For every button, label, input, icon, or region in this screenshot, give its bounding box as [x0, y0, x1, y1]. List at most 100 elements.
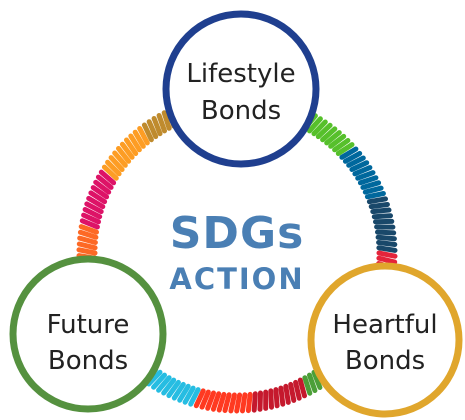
node-future-ring	[9, 255, 167, 413]
rope-strand	[376, 240, 398, 247]
rope-strand	[79, 218, 100, 230]
rope-strand	[137, 126, 150, 146]
rope-strand	[166, 379, 181, 399]
rope-strand	[81, 212, 101, 225]
rope-strand	[156, 113, 167, 134]
rope-strand	[199, 389, 211, 410]
rope-strand	[205, 390, 216, 411]
rope-strand	[288, 381, 297, 403]
node-future-bonds: Future Bonds	[9, 255, 167, 413]
node-heartful-line1: Heartful	[332, 310, 437, 340]
rope-strand	[88, 190, 108, 205]
rope-strand	[95, 174, 114, 190]
rope-strand	[188, 387, 201, 407]
node-lifestyle-ring	[162, 10, 320, 168]
rope-strand	[76, 241, 98, 251]
rope-strand	[311, 369, 323, 390]
rope-strand	[375, 229, 397, 236]
rope-strand	[293, 379, 302, 401]
rope-strand	[339, 146, 359, 160]
rope-strand	[182, 385, 196, 405]
node-heartful-line2: Bonds	[345, 346, 425, 376]
rope-strand	[98, 169, 117, 186]
rope-strand	[177, 383, 191, 403]
rope-strand	[90, 185, 110, 200]
rope-strand	[342, 150, 363, 164]
rope-strand	[228, 392, 237, 414]
rope-strand	[375, 234, 397, 242]
rope-strand	[210, 391, 222, 412]
center-subtitle: ACTION	[169, 262, 304, 296]
node-lifestyle-line1: Lifestyle	[186, 59, 295, 89]
rope-strand	[307, 116, 323, 134]
rope-strand	[302, 375, 313, 396]
rope-strand	[352, 165, 373, 177]
rope-strand	[108, 155, 125, 172]
rope-strand	[357, 175, 379, 186]
rope-strand	[376, 255, 398, 265]
rope-strand	[360, 180, 382, 190]
rope-strand	[141, 122, 154, 143]
node-future-line2: Bonds	[48, 346, 128, 376]
rope-strand	[346, 155, 366, 168]
node-heartful-bonds: Heartful Bonds	[307, 262, 463, 418]
rope-strand	[245, 391, 253, 414]
rope-strand	[77, 235, 98, 245]
rope-strand	[376, 250, 398, 259]
rope-strand	[324, 130, 342, 146]
rope-strand	[268, 388, 274, 410]
rope-strand	[257, 390, 263, 412]
rope-strand	[84, 201, 104, 215]
rope-strand	[315, 122, 333, 140]
rope-strand	[105, 159, 122, 177]
rope-strand	[307, 372, 318, 393]
rope-strand	[335, 142, 355, 156]
rope-strand	[320, 126, 338, 143]
rope-strand	[116, 146, 132, 164]
rope-strand	[273, 387, 280, 409]
rope-strand	[93, 179, 112, 195]
rope-strand	[368, 202, 390, 210]
rope-strand	[371, 213, 393, 220]
rope-strand	[151, 372, 167, 390]
rope-strand	[161, 110, 172, 131]
rope-strand	[146, 119, 159, 140]
rope-strand	[119, 141, 135, 160]
rope-strand	[328, 133, 347, 149]
rope-strand	[222, 392, 232, 413]
node-heartful-ring	[307, 262, 463, 418]
rope-strand	[376, 245, 398, 253]
rope-strand	[112, 150, 128, 168]
rope-strand	[156, 375, 172, 393]
rope-strand	[370, 207, 392, 215]
rope-strand	[355, 170, 376, 181]
rope-strand	[128, 133, 142, 153]
node-future-line1: Future	[47, 310, 130, 340]
rope-strand	[349, 160, 370, 172]
rope-strand	[161, 377, 177, 396]
rope-strand	[86, 195, 106, 210]
rope-strand	[193, 388, 206, 409]
rope-strand	[146, 369, 163, 387]
rope-strand	[362, 185, 384, 195]
rope-strand	[366, 196, 388, 205]
rope-strand	[234, 392, 243, 414]
rope-strand	[101, 164, 119, 181]
rope-strand	[251, 391, 258, 413]
center-title: SDGs	[170, 208, 305, 259]
rope-strand	[278, 385, 286, 407]
rope-strand	[240, 392, 248, 414]
rope-strand	[82, 207, 103, 220]
node-lifestyle-line2: Bonds	[201, 96, 281, 126]
rope-strand	[283, 383, 291, 405]
rope-strand	[77, 229, 99, 240]
rope-strand	[124, 137, 139, 156]
rope-strand	[78, 224, 99, 235]
rope-strand	[151, 116, 163, 137]
rope-strand	[332, 138, 351, 153]
rope-strand	[311, 119, 328, 137]
node-lifestyle-bonds: Lifestyle Bonds	[162, 10, 320, 168]
rope-strand	[364, 191, 386, 200]
rope-strand	[171, 381, 186, 401]
